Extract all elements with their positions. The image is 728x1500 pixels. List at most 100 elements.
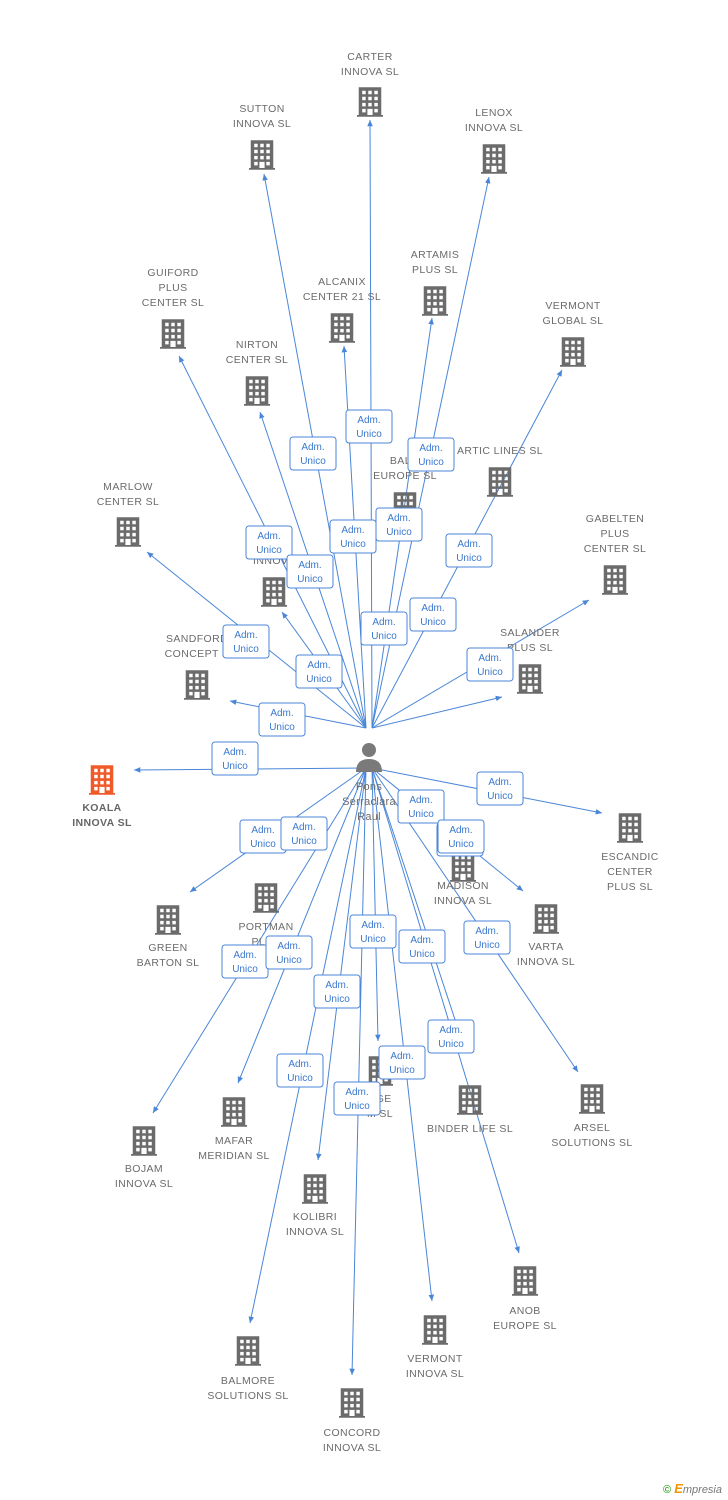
role-label-line: Unico — [360, 934, 386, 945]
role-label-adm-unico: Adm.Unico — [463, 920, 511, 955]
company-label-line: INNOVA SL — [233, 118, 291, 130]
person-name-line: Serraclara — [342, 796, 396, 808]
role-label-line: Unico — [324, 994, 350, 1005]
role-label-line: Unico — [300, 456, 326, 467]
building-icon — [481, 144, 507, 174]
company-label-line: INNOVA SL — [517, 956, 575, 968]
company-node-artic-lines[interactable]: ARTIC LINES SL — [457, 445, 543, 497]
role-label-box — [258, 702, 306, 737]
company-label-line: CONCEPT S — [165, 648, 230, 660]
company-label-line: CONCORD — [323, 1427, 380, 1439]
company-label-line: SOLUTIONS SL — [551, 1137, 632, 1149]
role-label-line: Unico — [448, 839, 474, 850]
company-label-line: ARTIC LINES SL — [457, 445, 543, 457]
role-label-line: Adm. — [288, 1059, 311, 1070]
building-icon — [517, 664, 543, 694]
company-label-line: PLUS — [158, 282, 187, 294]
company-label-line: VERMONT — [545, 300, 600, 312]
role-label-line: Unico — [371, 631, 397, 642]
edge-to-salander-plus — [371, 695, 503, 729]
role-label-line: Adm. — [301, 442, 324, 453]
company-label-line: ARSEL — [574, 1122, 610, 1134]
building-icon — [253, 883, 279, 913]
building-icon — [617, 813, 643, 843]
company-node-arsel-solutions[interactable]: ARSEL SOLUTIONS SL — [551, 1084, 632, 1149]
edge-to-kolibri-innova — [315, 767, 367, 1161]
role-label-box — [409, 597, 457, 632]
role-label-box — [437, 819, 485, 854]
role-label-box — [398, 929, 446, 964]
company-node-binder-life[interactable]: BINDER LIFE SL — [427, 1085, 513, 1135]
company-label-line: MADISON — [437, 880, 489, 892]
role-label-line: Adm. — [409, 795, 432, 806]
role-label-line: Adm. — [292, 822, 315, 833]
building-icon — [329, 313, 355, 343]
role-label-adm-unico: Adm.Unico — [211, 741, 259, 776]
person-name-line: Pons — [356, 781, 382, 793]
edge-to-vermont-innova — [371, 767, 435, 1302]
company-node-varta-innova[interactable]: VARTA INNOVA SL — [517, 904, 575, 968]
role-label-line: Unico — [456, 553, 482, 564]
role-label-adm-unico: Adm.Unico — [265, 935, 313, 970]
role-label-line: Adm. — [234, 630, 257, 641]
building-icon — [560, 337, 586, 367]
edge-to-concord-innova — [349, 767, 367, 1376]
role-label-box — [276, 1053, 324, 1088]
company-label-line: ESCANDIC — [601, 851, 658, 863]
company-label-line: VERMONT — [407, 1353, 462, 1365]
role-label-adm-unico: Adm. Unico — [245, 525, 293, 560]
role-label-box — [280, 816, 328, 851]
role-label-box — [295, 654, 343, 689]
role-label-adm-unico: Adm.Unico — [397, 789, 445, 824]
role-label-box — [476, 771, 524, 806]
company-label-line: PLUS — [600, 528, 629, 540]
role-label-line: Adm. — [478, 653, 501, 664]
role-label-adm-unico: Adm.Unico — [427, 1019, 475, 1054]
role-label-adm-unico: Adm.Unico — [409, 597, 457, 632]
role-label-adm-unico: Adm.Unico — [349, 914, 397, 949]
edge-to-balmore-solutions — [248, 767, 367, 1324]
role-label-line: Unico — [276, 955, 302, 966]
role-label-line: Adm. — [390, 1051, 413, 1062]
roles-layer: Adm.UnicoAdm.UnicoAdm.UnicoAdm.UnicoAdm.… — [211, 409, 524, 1116]
role-label-adm-unico: Adm.Unico — [345, 409, 393, 444]
role-label-line: Unico — [438, 1039, 464, 1050]
company-label-line: VARTA — [528, 941, 563, 953]
edge-to-binder-life — [371, 767, 466, 1051]
role-label-line: Unico — [256, 545, 282, 556]
role-label-line: Adm. — [257, 531, 280, 542]
role-label-adm-unico: Adm.Unico — [360, 611, 408, 646]
company-label-line: INNOVA SL — [286, 1226, 344, 1238]
company-label-line: GLOBAL SL — [543, 315, 604, 327]
company-node-vermont-global[interactable]: VERMONT GLOBAL SL — [543, 300, 604, 367]
company-label-line: SALANDER — [500, 627, 560, 639]
role-label-adm-unico: Adm.Unico — [221, 944, 269, 979]
role-label-box — [245, 525, 293, 560]
role-label-box — [211, 741, 259, 776]
edge-to-anob-europe — [371, 767, 520, 1254]
